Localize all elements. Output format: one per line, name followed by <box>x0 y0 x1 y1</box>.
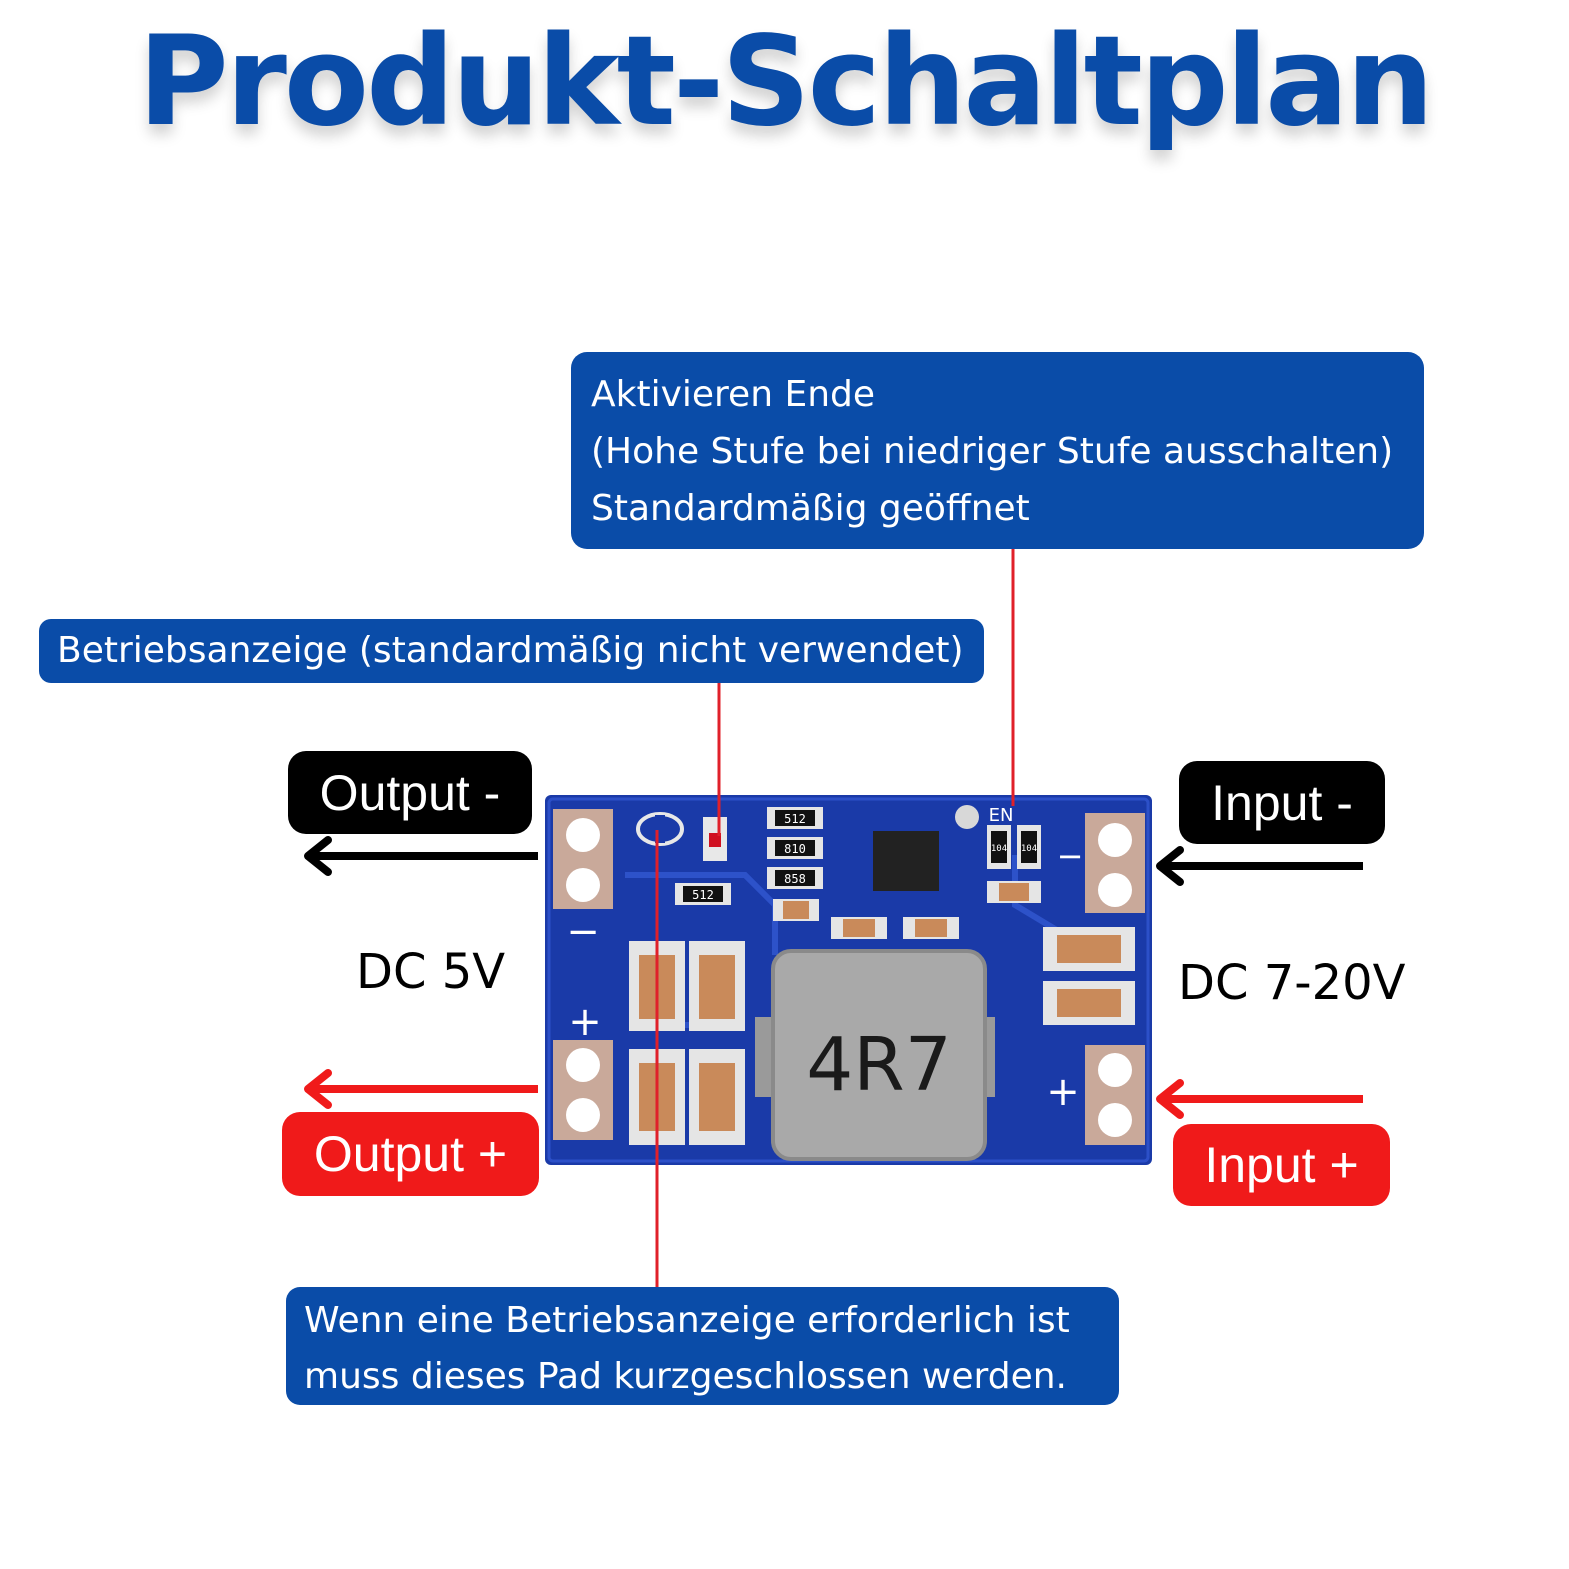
input-plus-pads <box>1085 1045 1145 1145</box>
led-callout: Betriebsanzeige (standardmäßig nicht ver… <box>39 619 984 683</box>
output-minus-label: Output - <box>288 751 532 834</box>
input-minus-label: Input - <box>1179 761 1385 844</box>
input-capacitors <box>1043 927 1135 1025</box>
resistor-code-3: 858 <box>784 872 806 886</box>
output-plus-label: Output + <box>282 1112 539 1196</box>
controller-ic <box>873 831 939 891</box>
output-minus-pads <box>553 809 613 909</box>
input-plus-label: Input + <box>1173 1124 1390 1206</box>
enable-callout-line1: Aktivieren Ende <box>591 374 876 415</box>
input-minus-arrow <box>1156 846 1363 886</box>
resistor-code-5: 104 <box>991 844 1007 854</box>
led-pad-callout-line1: Wenn eine Betriebsanzeige erforderlich i… <box>304 1300 1070 1341</box>
input-plus-arrow <box>1156 1079 1363 1119</box>
output-minus-arrow <box>304 836 538 876</box>
inductor <box>771 949 987 1161</box>
enable-callout-line2: (Hohe Stufe bei niedriger Stufe ausschal… <box>591 431 1394 472</box>
resistor-code-2: 810 <box>784 842 806 856</box>
input-voltage-label: DC 7-20V <box>1178 955 1406 1011</box>
resistor-code-6: 104 <box>1021 844 1037 854</box>
output-plus-arrow <box>304 1069 538 1109</box>
led-short-pad <box>636 812 684 846</box>
resistor-code-4: 512 <box>692 888 714 902</box>
board-minus-right: − <box>1057 837 1084 875</box>
output-plus-pads <box>553 1040 613 1140</box>
enable-callout-line3: Standardmäßig geöffnet <box>591 488 1030 529</box>
enable-pad-label: EN <box>989 805 1014 826</box>
board-plus-left: + <box>568 999 602 1045</box>
led-pad-callout-line2: muss dieses Pad kurzgeschlossen werden. <box>304 1356 1067 1397</box>
led-pad-callout: Wenn eine Betriebsanzeige erforderlich i… <box>286 1287 1119 1405</box>
input-minus-pads <box>1085 813 1145 913</box>
page-title: Produkt-Schaltplan <box>137 10 1434 154</box>
resistor-code-1: 512 <box>784 812 806 826</box>
output-voltage-label: DC 5V <box>356 944 506 1000</box>
board-minus-left: − <box>566 909 600 955</box>
pcb-board: − + − + 512 810 858 512 104 104 EN <box>545 795 1152 1165</box>
resistor-group: 512 810 858 512 104 104 <box>675 807 1041 905</box>
enable-callout: Aktivieren Ende (Hohe Stufe bei niedrige… <box>571 352 1424 549</box>
inductor-marking: 4R7 <box>806 1022 952 1108</box>
board-plus-right: + <box>1046 1069 1080 1115</box>
